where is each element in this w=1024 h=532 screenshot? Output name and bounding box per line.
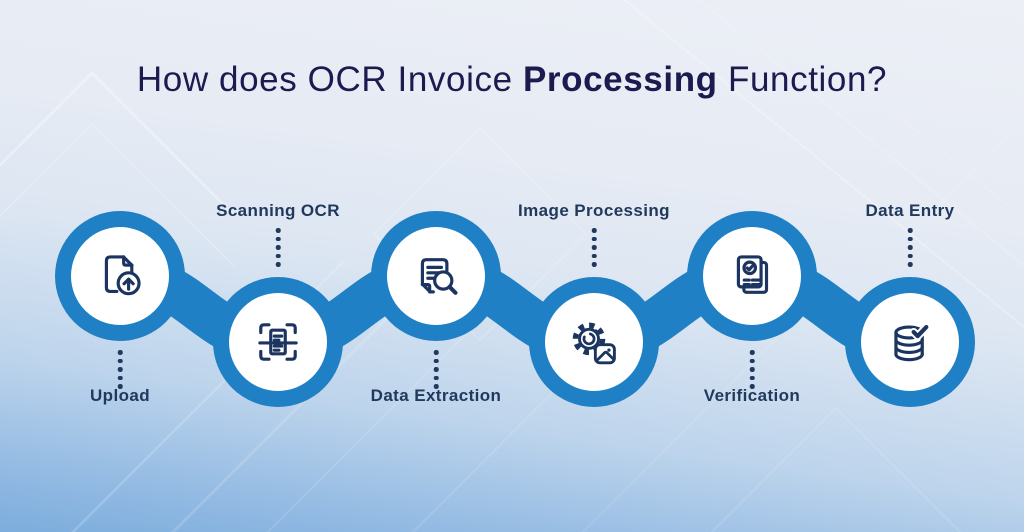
title-post: Function?	[717, 60, 888, 99]
step-data-extraction: Data Extraction	[356, 0, 516, 532]
step-label: Scanning OCR	[216, 201, 340, 220]
scan-document-icon	[258, 323, 298, 361]
dotted-connector	[117, 350, 123, 389]
title-pre: How does OCR Invoice	[136, 60, 523, 99]
dotted-connector	[591, 228, 597, 267]
step-label: Upload	[89, 386, 150, 405]
gear-image-icon	[572, 322, 616, 365]
dotted-connector	[433, 350, 439, 389]
step-image-processing: Image Processing	[514, 0, 674, 532]
verified-documents-icon	[736, 255, 769, 294]
step-verification: Verification	[672, 0, 832, 532]
title-bold: Processing	[522, 60, 718, 99]
dotted-connector	[907, 228, 913, 267]
step-label: Image Processing	[518, 201, 670, 220]
step-upload: Upload	[40, 0, 200, 532]
step-label: Data Entry	[865, 201, 955, 220]
step-label: Data Extraction	[370, 386, 502, 405]
page-title: How does OCR Invoice Processing Function…	[0, 60, 1024, 100]
step-data-entry: Data Entry	[830, 0, 990, 532]
dotted-connector	[275, 228, 281, 267]
database-check-icon	[894, 322, 931, 362]
upload-document-icon	[104, 255, 141, 296]
step-label: Verification	[703, 386, 801, 405]
step-scanning-ocr: Scanning OCR	[198, 0, 358, 532]
document-search-icon	[420, 258, 458, 295]
dotted-connector	[749, 350, 755, 389]
step-circle-face	[861, 293, 959, 391]
